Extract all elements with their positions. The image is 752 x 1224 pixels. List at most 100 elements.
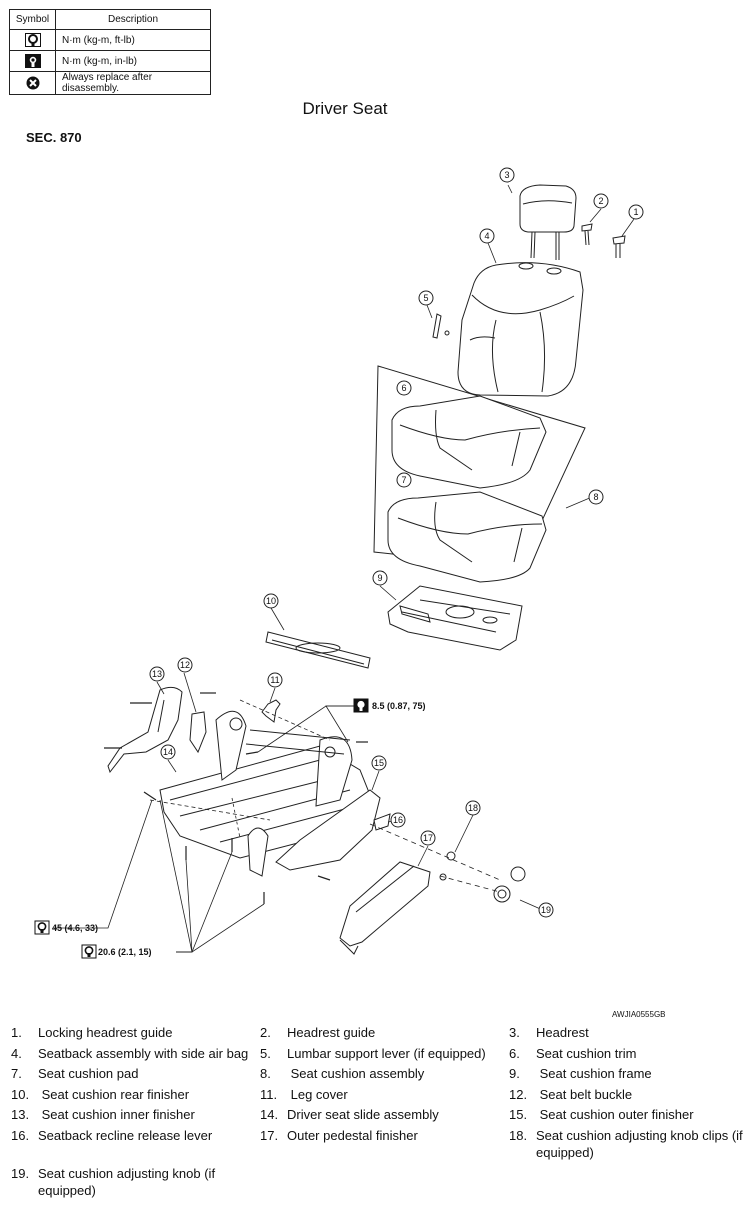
torque-callout-2: 45 (4.6, 33) (34, 920, 98, 935)
part-name: Seat cushion inner finisher (38, 1107, 195, 1122)
part-number: 12. (509, 1087, 528, 1102)
callout-7: 7 (396, 472, 412, 488)
callout-number: 3 (504, 170, 509, 180)
part-number: 11. (260, 1087, 278, 1102)
callout-number: 4 (484, 231, 489, 241)
callout-number: 10 (266, 596, 276, 606)
symbol-legend-table: Symbol Description N·m (kg-m, ft-lb) N·m… (9, 9, 211, 95)
torque-label-2: 45 (4.6, 33) (52, 923, 98, 933)
part-name: Seat cushion pad (38, 1066, 139, 1081)
callout-number: 13 (152, 669, 162, 679)
part-name: Seatback assembly with side air bag (38, 1046, 249, 1061)
part-name: Leg cover (287, 1087, 348, 1102)
lumbar-lever-part (432, 313, 450, 339)
part-number: 4. (11, 1046, 22, 1061)
inner-finisher-part (107, 686, 183, 774)
part-name: Headrest (536, 1025, 589, 1040)
callout-19: 19 (538, 902, 554, 918)
rear-finisher-part (265, 631, 371, 669)
bolts (104, 692, 368, 904)
callout-number: 18 (468, 803, 478, 813)
part-name: Seat cushion assembly (287, 1066, 425, 1081)
part-number: 13. (11, 1107, 30, 1122)
seatback-part (457, 262, 584, 397)
callout-11: 11 (267, 672, 283, 688)
callout-16: 16 (390, 812, 406, 828)
part-number: 1. (11, 1025, 22, 1040)
part-number: 9. (509, 1066, 520, 1081)
part-number: 6. (509, 1046, 520, 1061)
callout-10: 10 (263, 593, 279, 609)
part-name: Seat cushion adjusting knob clips (if eq… (536, 1128, 747, 1160)
part-name: Seat cushion trim (536, 1046, 637, 1061)
callout-14: 14 (160, 744, 176, 760)
part-number: 10. (11, 1087, 30, 1102)
callout-18: 18 (465, 800, 481, 816)
part-name: Seat cushion rear finisher (38, 1087, 190, 1102)
part-number: 8. (260, 1066, 271, 1081)
callout-4: 4 (479, 228, 495, 244)
callout-number: 15 (374, 758, 384, 768)
recline-lever-part (373, 813, 391, 831)
callout-12: 12 (177, 657, 193, 673)
part-name: Seat belt buckle (536, 1087, 633, 1102)
part-number: 16. (11, 1128, 30, 1143)
torque-callout-1: 8.5 (0.87, 75) (353, 698, 426, 713)
callout-number: 9 (377, 573, 382, 583)
part-number: 14. (260, 1107, 279, 1122)
legend-row-3-description: Always replace after disassembly. (55, 71, 211, 95)
part-name: Outer pedestal finisher (287, 1128, 418, 1143)
torque-wrench-icon (24, 33, 41, 47)
callout-number: 14 (163, 747, 173, 757)
part-name: Seat cushion adjusting knob (if equipped… (38, 1166, 219, 1198)
seat-cushion-pad-part (387, 491, 547, 583)
torque-callout-3: 20.6 (2.1, 15) (81, 944, 152, 959)
outer-finisher-part (275, 789, 381, 871)
callout-number: 11 (270, 675, 279, 685)
callout-9: 9 (372, 570, 388, 586)
callout-number: 2 (598, 196, 603, 206)
part-name: Seat cushion frame (536, 1066, 652, 1081)
headrest-guide-parts (581, 223, 626, 258)
callout-number: 16 (393, 815, 403, 825)
part-number: 3. (509, 1025, 520, 1040)
callout-number: 1 (633, 207, 638, 217)
callout-8: 8 (588, 489, 604, 505)
part-name: Seat cushion outer finisher (536, 1107, 694, 1122)
leg-cover-part (261, 699, 281, 723)
callout-number: 17 (423, 833, 433, 843)
part-number: 2. (260, 1025, 271, 1040)
outer-pedestal-finisher-part (339, 861, 431, 955)
part-name: Locking headrest guide (38, 1025, 173, 1040)
section-label: SEC. 870 (26, 130, 82, 145)
callout-number: 19 (541, 905, 551, 915)
part-number: 15. (509, 1107, 528, 1122)
part-number: 19. (11, 1166, 30, 1181)
page-title: Driver Seat (302, 99, 388, 118)
callout-13: 13 (149, 666, 165, 682)
callout-6: 6 (396, 380, 412, 396)
seat-cushion-frame-part (387, 585, 523, 651)
torque-label-1: 8.5 (0.87, 75) (372, 701, 426, 711)
seat-belt-buckle-part (189, 711, 207, 754)
callout-number: 6 (401, 383, 406, 393)
part-name: Driver seat slide assembly (287, 1107, 439, 1122)
always-replace-icon (26, 76, 39, 90)
callout-17: 17 (420, 830, 436, 846)
callout-5: 5 (418, 290, 434, 306)
callout-1: 1 (628, 204, 644, 220)
callout-number: 8 (593, 492, 598, 502)
part-number: 18. (509, 1128, 528, 1143)
callout-number: 12 (180, 660, 190, 670)
torque-label-3: 20.6 (2.1, 15) (98, 947, 152, 957)
callout-15: 15 (371, 755, 387, 771)
headrest-part (519, 184, 577, 260)
part-number: 7. (11, 1066, 22, 1081)
adjusting-knob-part (493, 866, 526, 903)
callout-number: 7 (401, 475, 406, 485)
callout-3: 3 (499, 167, 515, 183)
leader-lines (54, 184, 635, 953)
part-name: Headrest guide (287, 1025, 376, 1040)
